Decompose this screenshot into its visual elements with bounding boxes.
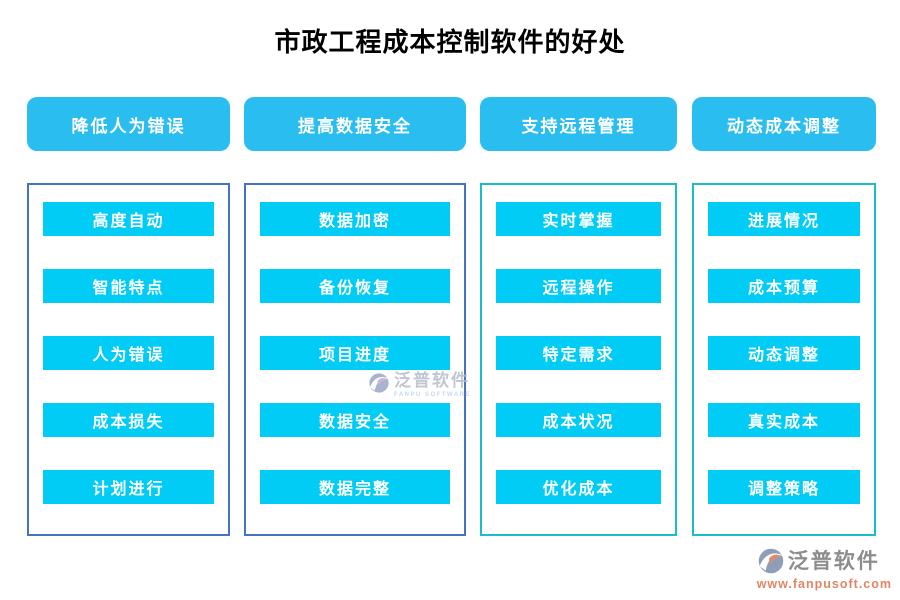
benefit-item: 计划进行 xyxy=(43,470,214,504)
benefit-item: 数据安全 xyxy=(260,403,450,437)
footer-brand-block: 泛普软件 www.fanpusoft.com xyxy=(757,547,892,591)
benefit-item: 调整策略 xyxy=(708,470,860,504)
column-header: 降低人为错误 xyxy=(27,97,230,151)
benefit-column-1: 降低人为错误 高度自动 智能特点 人为错误 成本损失 计划进行 xyxy=(27,97,230,536)
items-box: 数据加密 备份恢复 项目进度 数据安全 数据完整 xyxy=(244,183,466,536)
column-header: 提高数据安全 xyxy=(244,97,466,151)
benefit-item: 备份恢复 xyxy=(260,269,450,303)
benefit-item: 动态调整 xyxy=(708,336,860,370)
watermark-subtitle: FANPU SOFTWARE xyxy=(394,392,472,398)
benefit-item: 数据完整 xyxy=(260,470,450,504)
column-header: 支持远程管理 xyxy=(480,97,677,151)
benefit-item: 特定需求 xyxy=(496,336,661,370)
benefit-item: 高度自动 xyxy=(43,202,214,236)
watermark-brand: 泛普软件 xyxy=(394,371,470,390)
benefit-item: 成本损失 xyxy=(43,403,214,437)
benefit-item: 人为错误 xyxy=(43,336,214,370)
benefit-column-4: 动态成本调整 进展情况 成本预算 动态调整 真实成本 调整策略 xyxy=(692,97,876,536)
benefit-item: 成本预算 xyxy=(708,269,860,303)
benefit-column-3: 支持远程管理 实时掌握 远程操作 特定需求 成本状况 优化成本 xyxy=(480,97,677,536)
benefit-item: 智能特点 xyxy=(43,269,214,303)
benefit-item: 优化成本 xyxy=(496,470,661,504)
footer-url: www.fanpusoft.com xyxy=(756,577,892,591)
benefit-item: 成本状况 xyxy=(496,403,661,437)
items-box: 实时掌握 远程操作 特定需求 成本状况 优化成本 xyxy=(480,183,677,536)
benefit-item: 远程操作 xyxy=(496,269,661,303)
fanpu-logo-icon xyxy=(758,548,783,574)
benefit-item: 数据加密 xyxy=(260,202,450,236)
items-box: 进展情况 成本预算 动态调整 真实成本 调整策略 xyxy=(692,183,876,536)
benefit-item: 实时掌握 xyxy=(496,202,661,236)
page-title: 市政工程成本控制软件的好处 xyxy=(274,27,626,57)
watermark: 泛普软件 FANPU SOFTWARE xyxy=(368,372,471,398)
benefit-item: 真实成本 xyxy=(708,403,860,437)
benefit-item: 进展情况 xyxy=(708,202,860,236)
items-box: 高度自动 智能特点 人为错误 成本损失 计划进行 xyxy=(27,183,230,536)
column-header: 动态成本调整 xyxy=(692,97,876,151)
benefit-item: 项目进度 xyxy=(260,336,450,370)
benefit-column-2: 提高数据安全 数据加密 备份恢复 项目进度 数据安全 数据完整 xyxy=(244,97,466,536)
fanpu-logo-icon xyxy=(369,373,389,393)
footer-brand: 泛普软件 xyxy=(787,549,880,573)
